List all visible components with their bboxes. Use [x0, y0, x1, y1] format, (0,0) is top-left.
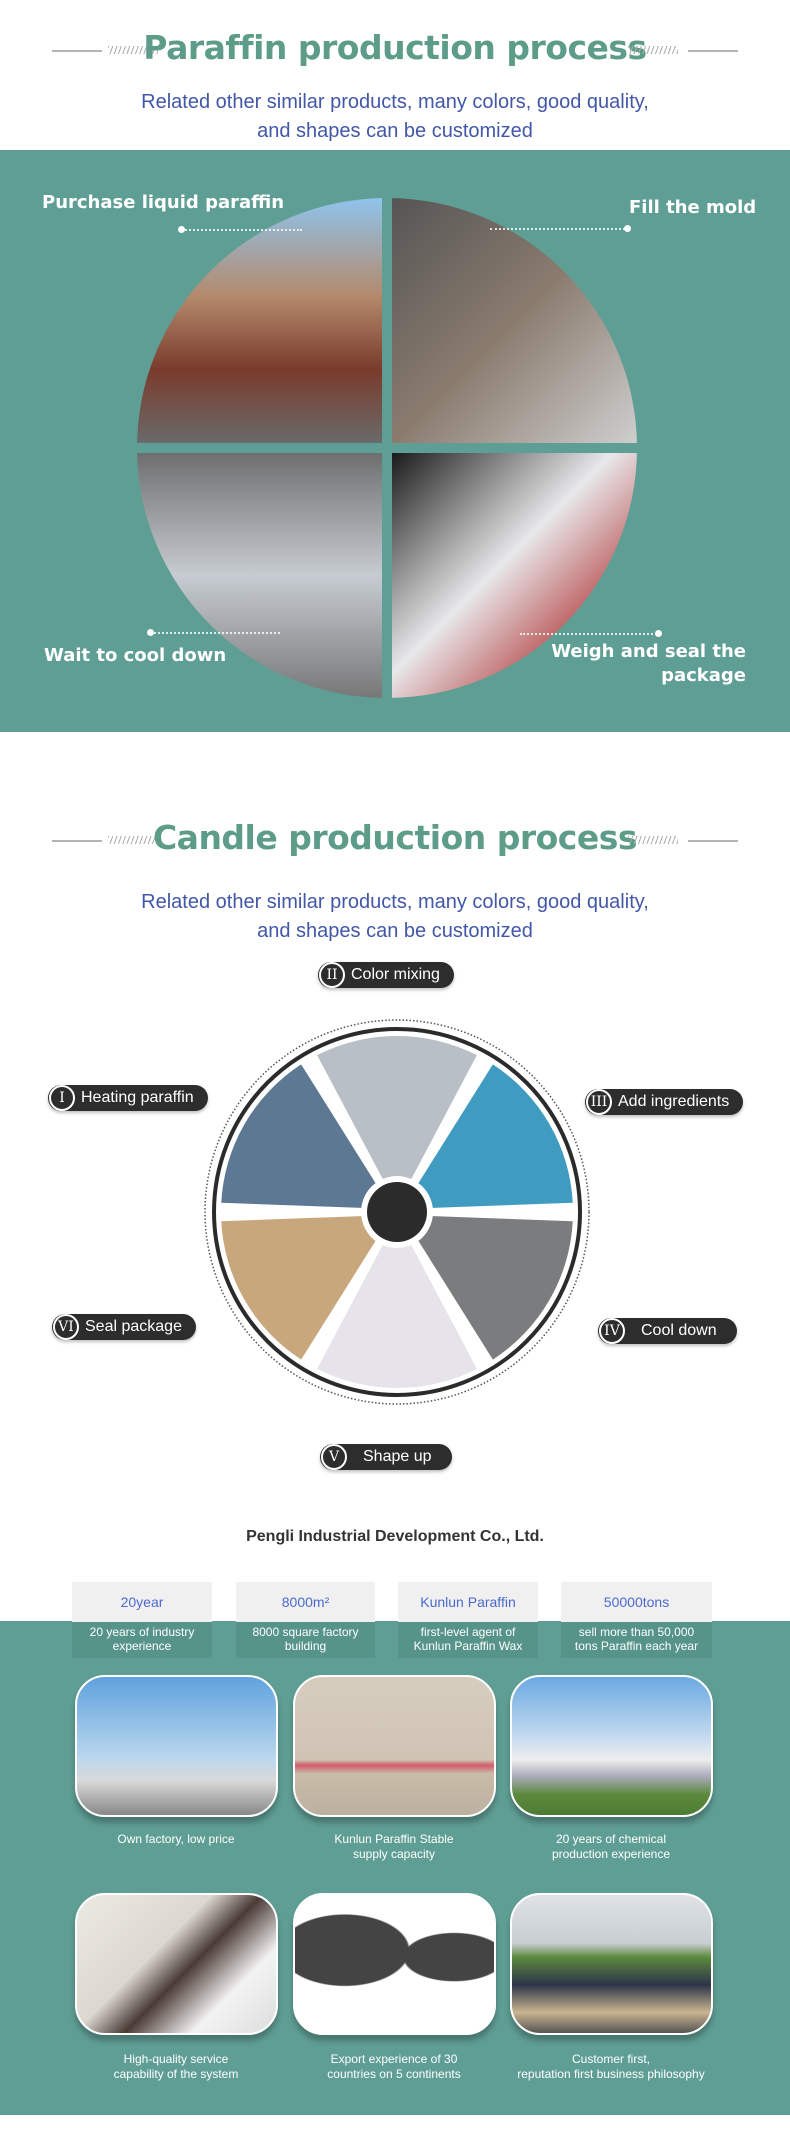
office-photo: [510, 1893, 713, 2035]
connector-dot: [178, 226, 185, 233]
step-fill-the-mold: Fill the mold: [629, 197, 757, 218]
divider: [688, 840, 738, 842]
connector: [150, 632, 280, 634]
box-photo: [221, 1215, 392, 1360]
connector-dot: [655, 630, 662, 637]
factory-photo: [75, 1675, 278, 1817]
wheel-hub: [367, 1182, 427, 1242]
paraffin-process-band: Purchase liquid paraffin Fill the mold W…: [0, 150, 790, 732]
connector: [490, 228, 625, 230]
heating-photo: [221, 1064, 392, 1209]
divider: [688, 50, 738, 52]
paraffin-granules-photo: [402, 1064, 573, 1209]
feature-caption: Customer first,reputation first business…: [517, 2052, 705, 2081]
connector: [182, 229, 302, 231]
meeting-room-photo: [75, 1893, 278, 2035]
candles-photo: [317, 1218, 477, 1388]
kunlun-box-photo: [293, 1675, 496, 1817]
divider: [628, 836, 678, 844]
company-name: Pengli Industrial Development Co., Ltd.: [246, 1528, 544, 1545]
truck-photo: [137, 198, 382, 443]
subtitle: Related other similar products, many col…: [141, 891, 649, 942]
connector: [520, 633, 660, 635]
subtitle: Related other similar products, many col…: [141, 91, 649, 142]
divider: [52, 840, 102, 842]
paraffin-process-circle: [137, 198, 637, 698]
step-purchase-liquid-paraffin: Purchase liquid paraffin: [42, 192, 285, 213]
world-map-photo: [293, 1893, 496, 2035]
connector-dot: [147, 629, 154, 636]
campus-photo: [510, 1675, 713, 1817]
cooling-photo: [402, 1215, 573, 1360]
divider: [52, 50, 102, 52]
candle-process-wheel: [204, 1019, 590, 1405]
mold-machine-photo: [392, 198, 637, 443]
section-title: Candle production process: [152, 818, 638, 857]
feature-caption: Own factory, low price: [117, 1832, 235, 1846]
step-wait-to-cool-down: Wait to cool down: [44, 645, 227, 666]
page-title: Paraffin production process: [143, 28, 647, 67]
divider: [108, 836, 158, 844]
divider: [628, 46, 678, 54]
connector-dot: [624, 225, 631, 232]
lab-photo: [317, 1036, 477, 1206]
divider: [108, 46, 158, 54]
